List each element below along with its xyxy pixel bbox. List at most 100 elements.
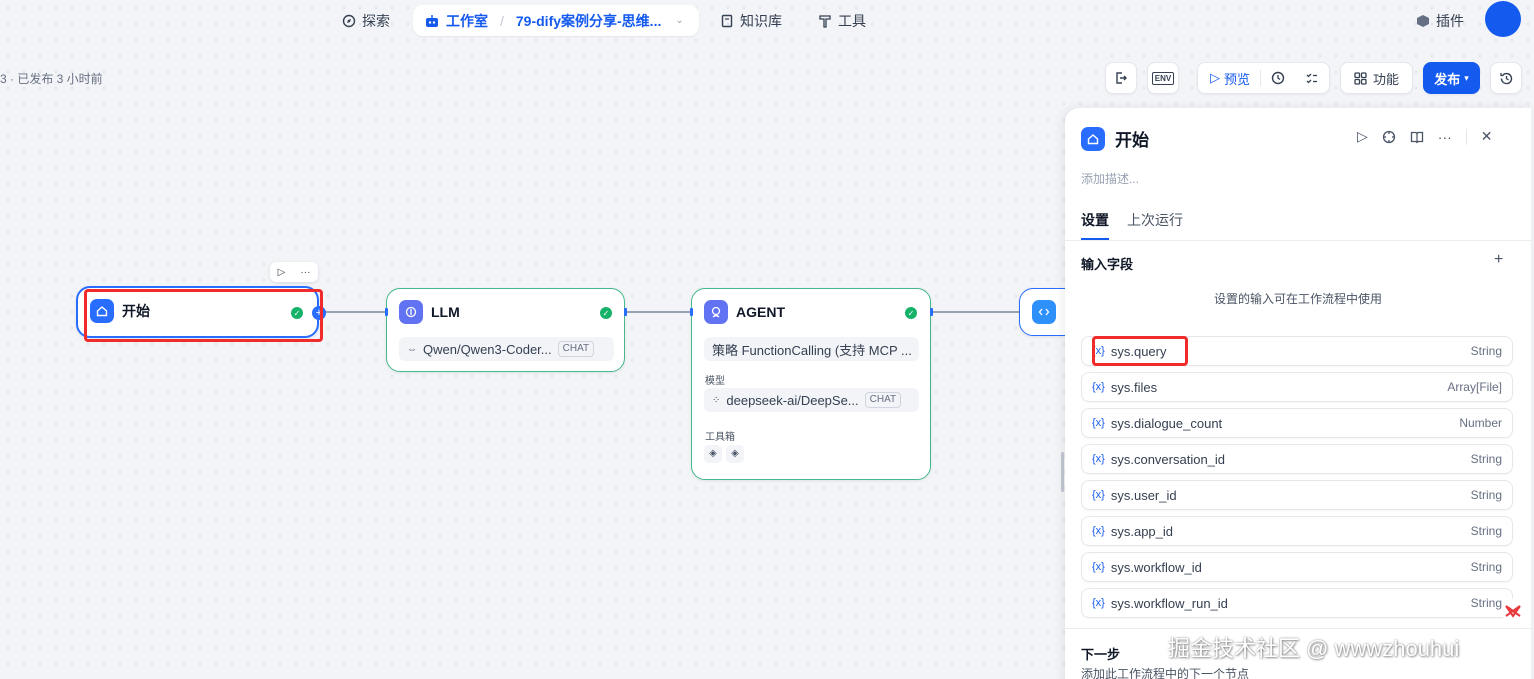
publish-button[interactable]: 发布 ▾	[1423, 62, 1480, 94]
checklist-icon[interactable]	[1305, 71, 1319, 85]
output-port[interactable]	[930, 308, 933, 316]
agent-tool-list: ◈ ◈	[704, 445, 744, 463]
node-llm-title: LLM	[431, 304, 460, 320]
agent-icon	[704, 300, 728, 324]
book-icon	[721, 14, 733, 28]
node-start-title: 开始	[122, 303, 150, 319]
variable-type: String	[1470, 524, 1502, 538]
nav-tools-label: 工具	[838, 13, 866, 29]
tabs-divider	[1065, 240, 1531, 241]
variable-name: sys.workflow_run_id	[1110, 595, 1228, 611]
exit-preview-button[interactable]	[1105, 62, 1137, 94]
variable-name: sys.conversation_id	[1110, 451, 1226, 467]
panel-tabs: 设置 上次运行	[1081, 210, 1183, 240]
preview-button[interactable]: 预览	[1224, 71, 1251, 87]
nav-explore-label: 探索	[362, 13, 390, 29]
variable-name: sys.app_id	[1110, 523, 1174, 539]
agent-mode-badge: CHAT	[864, 392, 902, 408]
variable-row[interactable]: {x} sys.dialogue_count Number	[1081, 408, 1513, 438]
input-fields-hint: 设置的输入可在工作流程中使用	[1213, 292, 1382, 306]
variable-type: String	[1470, 488, 1502, 502]
panel-header: 开始	[1081, 126, 1149, 151]
variable-row[interactable]: {x} sys.conversation_id String	[1081, 444, 1513, 474]
output-port[interactable]	[624, 308, 627, 316]
add-field-icon[interactable]: +	[1494, 251, 1504, 268]
nav-knowledge[interactable]: 知识库	[720, 8, 782, 34]
node-agent[interactable]: AGENT ✓ 策略 FunctionCalling (支持 MCP ... 模…	[690, 288, 933, 480]
nav-explore[interactable]: 探索	[342, 8, 390, 34]
highlight-start-node	[84, 289, 323, 342]
watermark-logo-icon	[1501, 599, 1525, 623]
variable-row[interactable]: {x} sys.workflow_run_id String	[1081, 588, 1513, 618]
variable-icon: {x}	[1092, 453, 1105, 465]
nav-studio-breadcrumb[interactable]: 工作室 / 79-dify案例分享-思维... ⌄	[413, 5, 699, 36]
app-name[interactable]: 79-dify案例分享-思维...	[515, 12, 662, 29]
llm-model-name: Qwen/Qwen3-Coder...	[423, 341, 552, 357]
version-history-button[interactable]	[1490, 62, 1522, 94]
variable-icon: {x}	[1092, 561, 1105, 573]
variable-row[interactable]: {x} sys.files Array[File]	[1081, 372, 1513, 402]
node-llm-header: LLM	[399, 300, 460, 324]
agent-model-name: deepseek-ai/DeepSe...	[726, 392, 859, 408]
exit-icon	[1116, 72, 1127, 84]
variable-type: String	[1470, 344, 1502, 358]
input-port[interactable]	[690, 308, 693, 316]
play-icon: ▷	[1210, 70, 1220, 85]
variable-row[interactable]: {x} sys.user_id String	[1081, 480, 1513, 510]
model-provider-icon: ⁘	[712, 394, 721, 406]
features-label: 功能	[1372, 71, 1399, 87]
llm-mode-badge: CHAT	[557, 341, 595, 357]
input-port[interactable]	[385, 308, 388, 316]
features-button[interactable]: 功能	[1340, 62, 1413, 94]
edge-llm-agent	[625, 311, 691, 313]
code-icon	[1032, 300, 1056, 324]
divider	[1465, 128, 1467, 145]
tool-icon[interactable]: ◈	[726, 445, 744, 463]
brain-icon	[399, 300, 423, 324]
run-node-icon[interactable]: ▷	[277, 266, 286, 278]
variable-type: Number	[1459, 416, 1502, 430]
variable-icon: {x}	[1092, 489, 1105, 501]
llm-model-chip: ⇔ Qwen/Qwen3-Coder... CHAT	[399, 337, 614, 361]
avatar[interactable]	[1485, 1, 1521, 37]
crosshair-icon[interactable]	[1382, 130, 1396, 144]
history-run-icon[interactable]	[1271, 71, 1285, 85]
more-icon[interactable]: ···	[300, 266, 311, 278]
home-icon	[1081, 126, 1105, 151]
tab-last-run[interactable]: 上次运行	[1127, 212, 1183, 228]
run-node-icon[interactable]: ▷	[1357, 128, 1368, 144]
description-input[interactable]: 添加描述...	[1081, 172, 1140, 186]
env-button[interactable]: ENV	[1147, 62, 1179, 94]
edge-agent-next	[931, 311, 1019, 313]
book-open-icon[interactable]	[1410, 130, 1424, 144]
node-start-header: 开始	[90, 299, 150, 323]
resize-handle[interactable]	[1061, 452, 1064, 492]
input-fields-title: 输入字段	[1081, 257, 1134, 272]
history-icon	[1499, 72, 1512, 84]
cube-icon	[1417, 15, 1429, 27]
variable-row[interactable]: {x} sys.workflow_id String	[1081, 552, 1513, 582]
top-nav: 探索 工作室 / 79-dify案例分享-思维... ⌄ 知识库 工具 插件	[0, 0, 1534, 40]
variable-row[interactable]: {x} sys.query String	[1081, 336, 1513, 366]
chevron-down-icon[interactable]: ⌄	[675, 15, 684, 26]
variable-icon: {x}	[1092, 525, 1105, 537]
nav-tools[interactable]: 工具	[818, 8, 866, 34]
tool-icon[interactable]: ◈	[704, 445, 722, 463]
chevron-down-icon: ▾	[1464, 72, 1469, 83]
more-icon[interactable]: ···	[1437, 128, 1452, 145]
node-llm[interactable]: LLM ✓ ⇔ Qwen/Qwen3-Coder... CHAT	[385, 288, 627, 372]
nav-studio-label[interactable]: 工作室	[446, 12, 488, 29]
success-check-icon: ✓	[600, 307, 612, 319]
variable-icon: {x}	[1092, 417, 1105, 429]
variable-type: Array[File]	[1447, 380, 1502, 394]
panel-actions: ▷ ··· ✕	[1357, 128, 1493, 145]
tab-settings[interactable]: 设置	[1081, 210, 1109, 240]
watermark-text: 掘金技术社区 @ wwwzhouhui	[1168, 636, 1460, 661]
preview-group: ▷ 预览	[1197, 62, 1330, 94]
variable-row[interactable]: {x} sys.app_id String	[1081, 516, 1513, 546]
node-agent-header: AGENT	[704, 300, 785, 324]
nav-plugins[interactable]: 插件	[1416, 8, 1464, 34]
compass-icon	[342, 14, 356, 28]
close-icon[interactable]: ✕	[1480, 128, 1493, 144]
node-start[interactable]: 开始 ✓ +	[76, 286, 326, 338]
